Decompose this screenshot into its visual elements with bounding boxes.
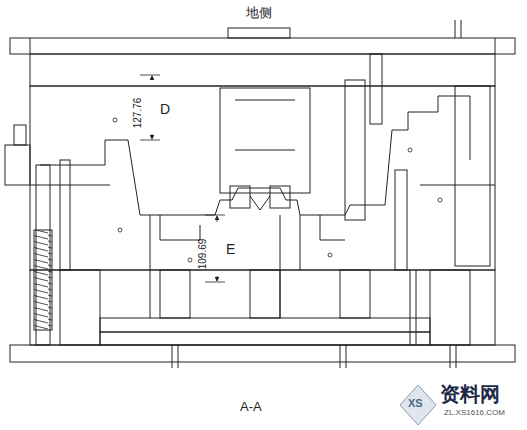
watermark-url: ZL.XS1616.COM [444, 409, 505, 417]
screw-holes [113, 118, 442, 262]
mold-outline [5, 20, 515, 368]
dimension-letter: E [226, 242, 235, 256]
dimension-letter: D [160, 102, 170, 116]
side-label: 地侧 [246, 6, 272, 19]
dimension-value: 127.76 [133, 98, 143, 129]
watermark-logo-text: XS [408, 398, 423, 409]
dimension-lines [140, 75, 225, 282]
section-label: A-A [240, 400, 262, 413]
watermark-text: 资料网 [440, 384, 500, 404]
dimension-value: 109.69 [198, 239, 208, 270]
watermark-logo [400, 385, 436, 425]
